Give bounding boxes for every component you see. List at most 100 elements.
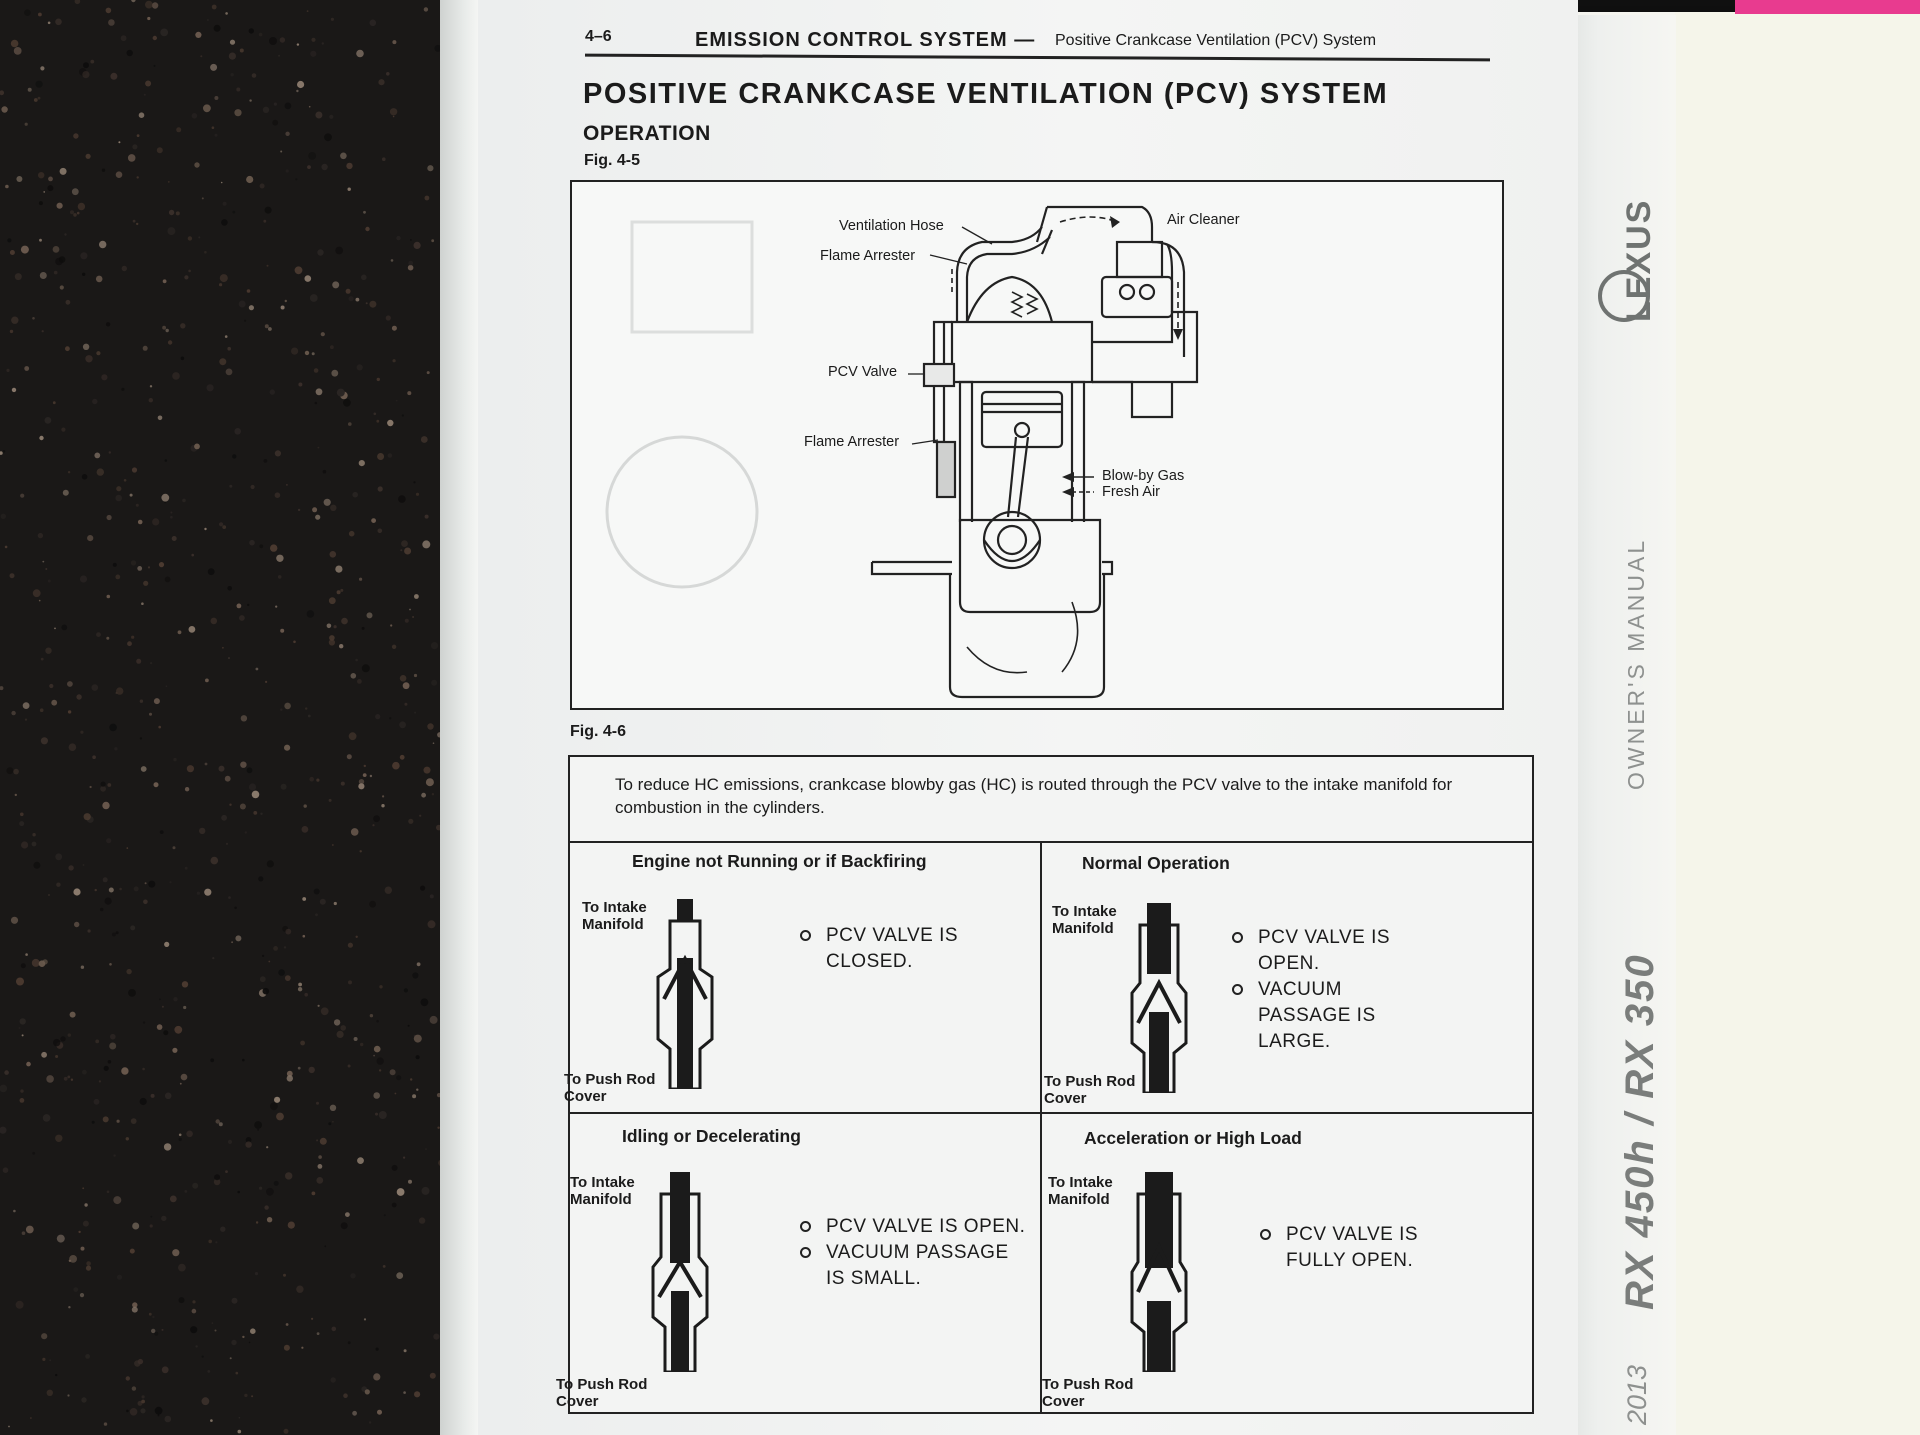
granite-fleck	[369, 1014, 374, 1018]
granite-fleck	[169, 881, 172, 884]
granite-fleck	[24, 366, 30, 371]
granite-fleck	[115, 931, 119, 935]
granite-fleck	[317, 249, 324, 256]
bullet-icon	[1260, 1229, 1271, 1240]
granite-fleck	[413, 241, 421, 249]
granite-fleck	[423, 766, 431, 774]
granite-fleck	[315, 514, 321, 520]
granite-fleck	[73, 1287, 79, 1292]
granite-fleck	[61, 427, 66, 432]
granite-fleck	[239, 803, 246, 810]
granite-fleck	[376, 1057, 384, 1065]
granite-fleck	[340, 152, 347, 160]
granite-fleck	[430, 642, 439, 650]
granite-fleck	[429, 1015, 438, 1024]
granite-fleck	[148, 880, 156, 888]
granite-fleck	[39, 272, 47, 279]
granite-fleck	[364, 1389, 370, 1395]
granite-fleck	[329, 1104, 337, 1112]
granite-fleck	[347, 942, 353, 948]
granite-fleck	[345, 1212, 350, 1217]
granite-fleck	[277, 575, 282, 579]
granite-fleck	[413, 481, 416, 484]
granite-fleck	[392, 761, 400, 770]
granite-fleck	[154, 1331, 159, 1336]
granite-fleck	[214, 1329, 217, 1332]
granite-fleck	[330, 17, 334, 21]
granite-fleck	[431, 239, 435, 243]
granite-fleck	[20, 245, 29, 254]
granite-fleck	[284, 702, 291, 710]
granite-fleck	[127, 154, 136, 162]
granite-fleck	[170, 511, 173, 514]
granite-fleck	[348, 530, 355, 537]
granite-fleck	[433, 1333, 440, 1340]
granite-fleck	[231, 1297, 238, 1304]
granite-fleck	[396, 1188, 405, 1196]
granite-fleck	[214, 1174, 221, 1181]
granite-fleck	[340, 588, 344, 592]
granite-fleck	[272, 119, 279, 126]
granite-fleck	[139, 1097, 147, 1106]
granite-fleck	[52, 246, 60, 253]
granite-fleck	[86, 1261, 91, 1266]
granite-fleck	[341, 617, 348, 625]
granite-fleck	[16, 977, 24, 986]
granite-fleck	[399, 675, 407, 682]
granite-fleck	[79, 1293, 85, 1298]
granite-fleck	[263, 459, 268, 463]
granite-fleck	[227, 586, 232, 591]
granite-fleck	[378, 1069, 382, 1072]
granite-fleck	[6, 368, 10, 372]
granite-fleck	[210, 63, 218, 71]
granite-fleck	[356, 364, 363, 371]
granite-fleck	[67, 710, 72, 714]
granite-fleck	[270, 544, 278, 552]
granite-fleck	[114, 747, 118, 751]
granite-fleck	[11, 710, 16, 716]
granite-fleck	[415, 492, 420, 496]
granite-fleck	[378, 79, 385, 86]
granite-fleck	[234, 428, 241, 435]
granite-fleck	[350, 828, 359, 836]
granite-fleck	[297, 508, 301, 512]
granite-fleck	[236, 603, 242, 609]
granite-fleck	[25, 953, 28, 956]
granite-fleck	[64, 233, 67, 236]
granite-fleck	[38, 960, 46, 967]
granite-fleck	[340, 1025, 347, 1031]
granite-fleck	[59, 167, 67, 175]
table-divider	[1040, 841, 1042, 1412]
granite-fleck	[238, 300, 246, 308]
label-blowby-gas: Blow-by Gas	[1102, 468, 1185, 484]
granite-fleck	[25, 1225, 34, 1234]
granite-fleck	[340, 1222, 348, 1230]
granite-fleck	[396, 235, 401, 241]
granite-fleck	[194, 162, 200, 168]
granite-fleck	[164, 459, 168, 462]
granite-fleck	[373, 412, 377, 416]
granite-fleck	[389, 717, 392, 720]
granite-fleck	[207, 1370, 211, 1373]
granite-fleck	[403, 1391, 406, 1394]
granite-fleck	[414, 711, 417, 714]
table-divider	[570, 841, 1532, 843]
granite-fleck	[126, 968, 132, 975]
granite-fleck	[80, 252, 88, 260]
granite-fleck	[347, 1341, 351, 1345]
granite-fleck	[31, 841, 37, 847]
granite-fleck	[206, 384, 214, 392]
granite-fleck	[160, 28, 169, 37]
granite-fleck	[204, 762, 208, 766]
granite-fleck	[94, 888, 97, 892]
granite-fleck	[276, 1112, 284, 1121]
granite-fleck	[219, 283, 223, 287]
granite-fleck	[199, 827, 206, 835]
granite-fleck	[274, 1096, 281, 1103]
granite-fleck	[331, 844, 334, 846]
granite-fleck	[127, 641, 132, 647]
granite-fleck	[329, 551, 337, 558]
granite-fleck	[413, 1034, 422, 1043]
granite-fleck	[30, 1417, 32, 1419]
granite-fleck	[358, 779, 365, 785]
